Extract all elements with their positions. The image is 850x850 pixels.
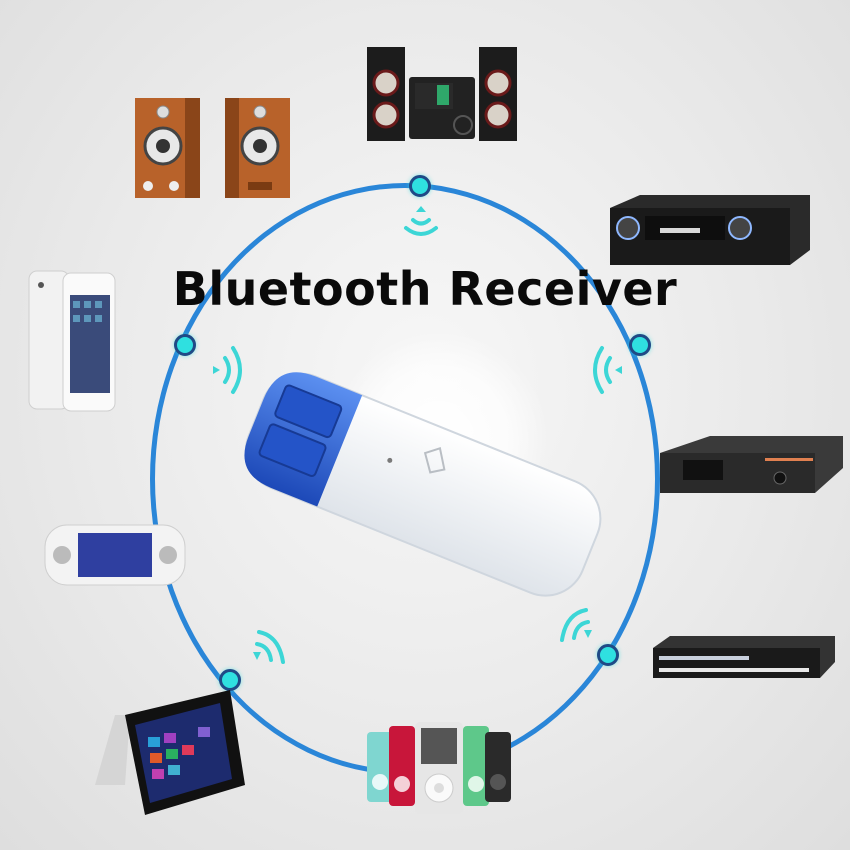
signal-node-bottom-left — [219, 669, 241, 691]
hifi-mini-system-device — [367, 47, 517, 141]
signal-node-bottom-right — [597, 644, 619, 666]
wooden-speakers-device — [135, 98, 290, 198]
signal-node-right — [629, 334, 651, 356]
wireless-signal-icon — [213, 346, 242, 394]
signal-node-top — [409, 175, 431, 197]
wireless-signal-icon — [593, 346, 622, 394]
smartphone-device — [28, 270, 116, 412]
av-amplifier-device — [610, 195, 810, 265]
wireless-signal-icon — [560, 608, 592, 642]
tablet-laptop-device — [95, 690, 245, 815]
signal-node-left — [174, 334, 196, 356]
handheld-game-console-device — [44, 524, 186, 586]
page-title: Bluetooth Receiver — [172, 262, 678, 316]
wireless-signal-icon — [404, 206, 438, 236]
mp3-players-device — [367, 722, 511, 814]
wireless-signal-icon — [253, 630, 285, 664]
set-top-box-device — [660, 436, 843, 493]
dvd-player-device — [653, 636, 835, 678]
usb-bluetooth-dongle — [244, 372, 602, 597]
